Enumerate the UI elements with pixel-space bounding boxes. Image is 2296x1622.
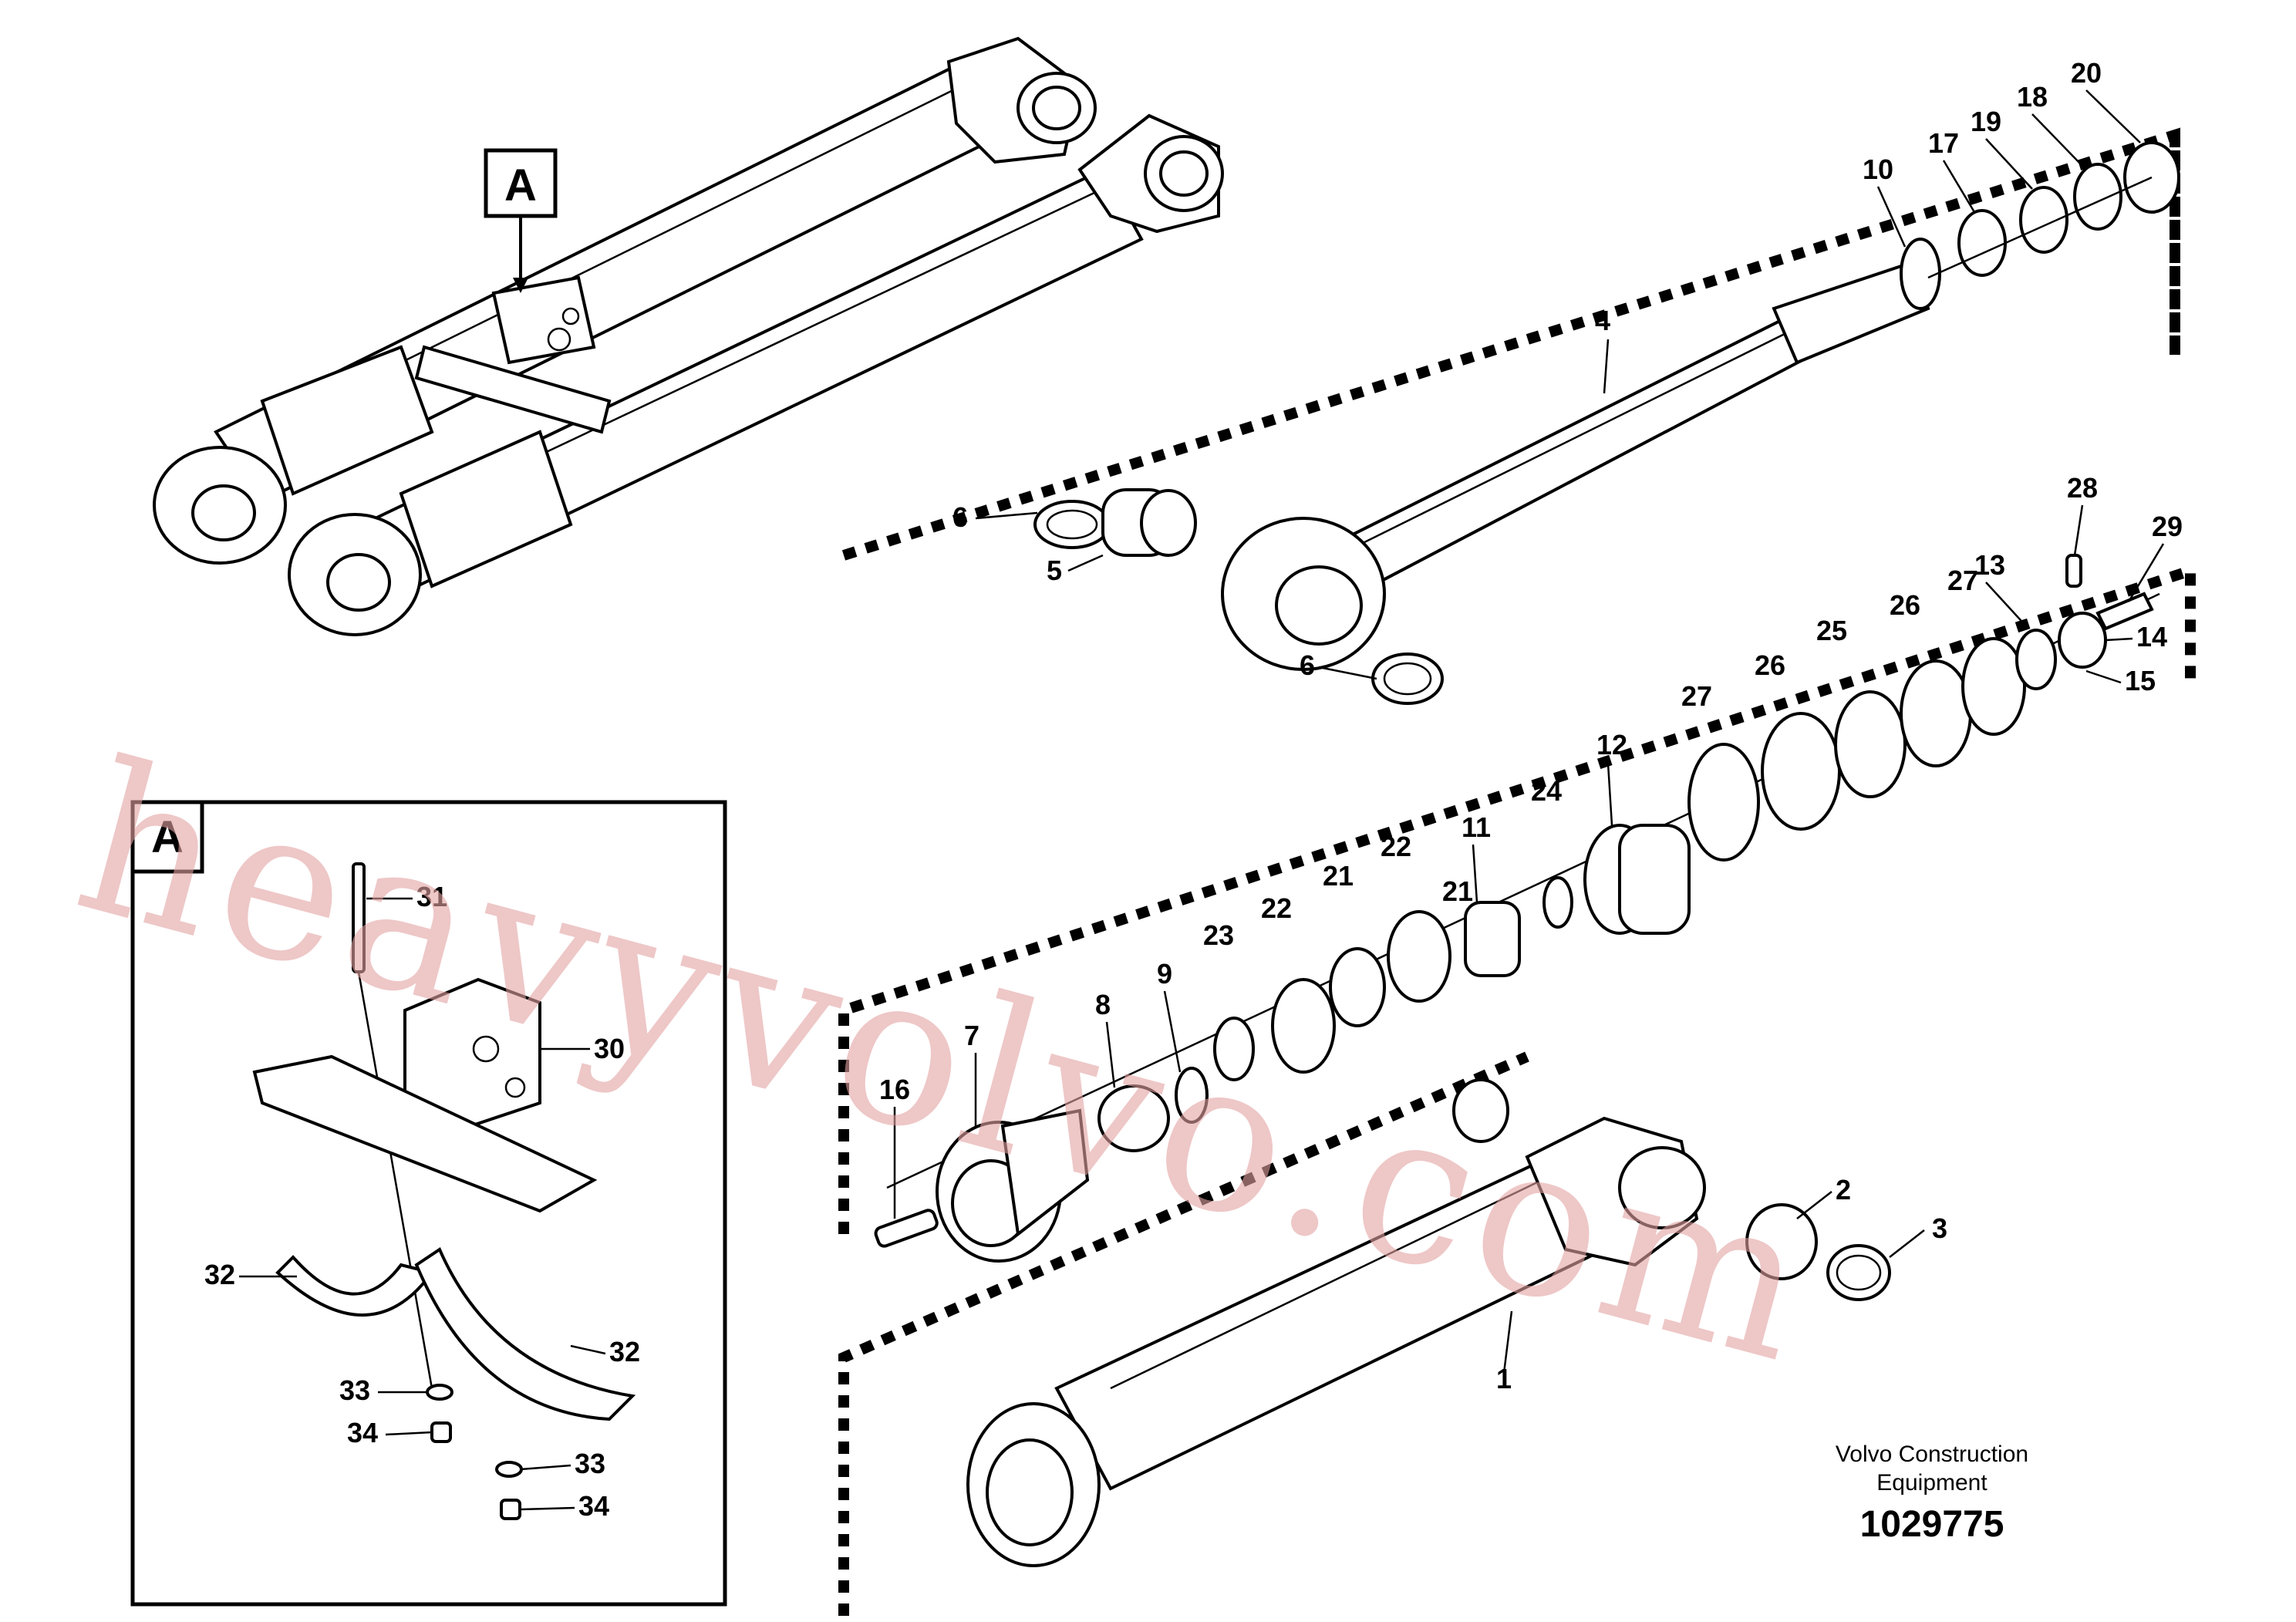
- callout-11: 11: [1462, 811, 1491, 843]
- footer-line-1: Volvo Construction: [1836, 1442, 2028, 1467]
- callout-21-detail: 21: [1442, 875, 1473, 907]
- callout-34-a: 34: [347, 1417, 378, 1448]
- callout-5: 5: [1047, 555, 1062, 586]
- callout-16: 16: [879, 1074, 910, 1105]
- callout-6-upper: 6: [952, 501, 968, 533]
- callout-28: 28: [2067, 472, 2098, 504]
- callout-29: 29: [2152, 511, 2183, 542]
- callout-18: 18: [2017, 81, 2048, 113]
- callout-14: 14: [2136, 621, 2167, 653]
- piston-rod-assembly: [841, 127, 2180, 705]
- callout-26-b: 26: [1890, 589, 1920, 621]
- callout-10: 10: [1863, 153, 1893, 185]
- callout-4: 4: [1595, 305, 1610, 336]
- callout-33-a: 33: [339, 1374, 370, 1406]
- callout-34-b: 34: [578, 1490, 609, 1522]
- callout-21: 21: [1323, 860, 1354, 892]
- detail-tag-box: [130, 800, 204, 874]
- callout-22: 22: [1261, 892, 1292, 924]
- callout-26-a: 26: [1755, 649, 1785, 681]
- overview-cylinders: A: [153, 36, 1224, 636]
- cylinder-barrel: [838, 1051, 1891, 1616]
- callout-9: 9: [1157, 958, 1172, 990]
- callouts: 1 2 3 4 5 6 6 7 8 9 10 11 12 13 14 15 16…: [204, 57, 2183, 1522]
- callout-19: 19: [1971, 106, 2001, 137]
- callout-13: 13: [1974, 549, 2005, 581]
- callout-6-lower: 6: [1300, 649, 1315, 681]
- callout-17: 17: [1928, 127, 1959, 159]
- callout-22-b: 22: [1381, 831, 1411, 862]
- callout-2: 2: [1836, 1174, 1851, 1206]
- view-tag-box: [484, 148, 558, 218]
- callout-12: 12: [1596, 729, 1627, 760]
- callout-24: 24: [1531, 775, 1562, 807]
- detail-tag-label: A: [151, 812, 184, 862]
- detail-a-panel: A: [130, 800, 727, 1607]
- drawing-footer: Volvo Construction Equipment 1029775: [1836, 1442, 2028, 1545]
- leader-lines: [239, 89, 2165, 1511]
- callout-33-b: 33: [575, 1448, 605, 1479]
- footer-line-2: Equipment: [1876, 1470, 1988, 1496]
- callout-15: 15: [2125, 665, 2156, 696]
- piston-head-assembly: [838, 554, 2196, 1263]
- callout-25: 25: [1816, 615, 1847, 646]
- drawing-number: 1029775: [1860, 1504, 2004, 1545]
- callout-32-a: 32: [204, 1259, 235, 1290]
- callout-7: 7: [964, 1020, 979, 1051]
- callout-1: 1: [1496, 1363, 1512, 1394]
- callout-20: 20: [2071, 57, 2102, 89]
- callout-30: 30: [594, 1033, 625, 1064]
- callout-23: 23: [1203, 919, 1234, 951]
- callout-31: 31: [416, 881, 447, 912]
- callout-27-b: 27: [1947, 565, 1978, 596]
- callout-27-a: 27: [1681, 680, 1712, 712]
- callout-32-b: 32: [609, 1336, 640, 1367]
- view-tag-label: A: [504, 160, 537, 211]
- callout-8: 8: [1095, 989, 1111, 1020]
- callout-3: 3: [1932, 1212, 1947, 1244]
